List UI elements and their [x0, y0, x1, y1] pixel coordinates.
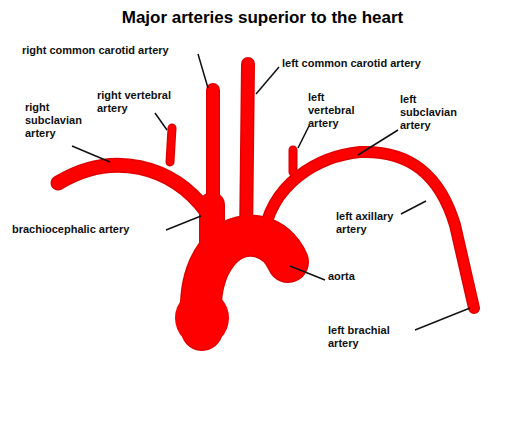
left-subclavian-vessel	[263, 152, 474, 308]
left-carotid-vessel	[246, 64, 248, 240]
artery-label: right subclavian artery	[25, 101, 95, 140]
right-carotid-vessel	[206, 90, 220, 215]
left-vertebral-vessel	[289, 150, 298, 172]
artery-label: right vertebral artery	[97, 89, 192, 115]
right-subclavian-vessel	[58, 165, 207, 212]
leader-line	[358, 130, 398, 155]
leader-line	[155, 113, 167, 130]
aorta-vessel	[201, 236, 288, 330]
leader-line	[415, 308, 470, 330]
artery-label: brachiocephalic artery	[12, 223, 129, 236]
artery-label: left subclavian artery	[400, 93, 470, 132]
artery-label: right common carotid artery	[22, 44, 169, 57]
leader-line	[198, 54, 208, 88]
artery-label: left vertebral artery	[308, 91, 370, 130]
leader-line	[256, 67, 279, 94]
leader-line	[401, 201, 426, 214]
leader-line	[166, 216, 201, 230]
artery-label: left brachial artery	[328, 324, 413, 350]
leader-lines	[72, 54, 470, 330]
artery-label: left common carotid artery	[282, 57, 421, 70]
artery-label: left axillary artery	[336, 210, 421, 236]
right-vertebral-vessel	[170, 128, 172, 162]
leader-line	[298, 126, 309, 148]
artery-outlines	[58, 64, 474, 330]
artery-label: aorta	[328, 270, 355, 283]
artery-inner	[58, 64, 474, 330]
leader-line	[290, 266, 325, 280]
diagram-title: Major arteries superior to the heart	[0, 8, 525, 28]
leader-line	[72, 146, 110, 162]
